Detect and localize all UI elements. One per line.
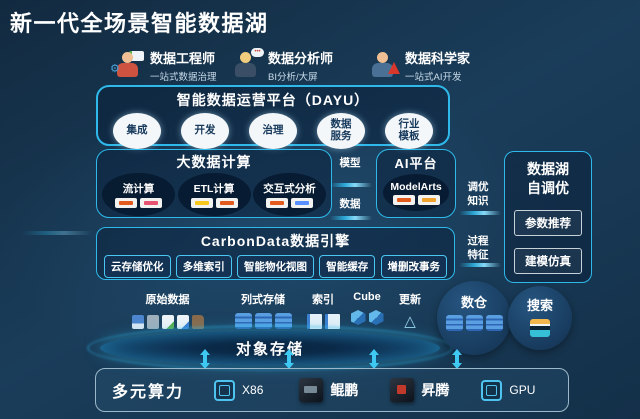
feature-crud-transactions: 增删改事务 — [380, 255, 447, 278]
flow-streak — [459, 211, 501, 215]
service-search: 搜索 — [508, 286, 572, 350]
feature-materialized-view: 智能物化视图 — [237, 255, 314, 278]
up-down-arrow-icon — [284, 349, 294, 369]
flow-streak — [459, 263, 501, 267]
data-scientist-icon — [367, 50, 400, 82]
feature-multidim-index: 多维索引 — [175, 255, 232, 278]
up-down-arrow-icon — [200, 349, 210, 369]
raw-data-files-icon — [125, 311, 210, 329]
flask-icon — [388, 61, 400, 74]
service-data-warehouse: 数仓 — [437, 281, 511, 355]
object-storage-platform: 对象存储 — [87, 325, 453, 371]
storage-group-raw-data: 原始数据 — [125, 291, 210, 329]
page-title: 新一代全场景智能数据湖 — [10, 11, 269, 36]
data-analyst-icon: ••• — [230, 47, 264, 82]
persona-desc: 一站式数据治理 — [150, 72, 217, 83]
gear-icon: ⚙ — [110, 62, 120, 75]
modelarts-label: ModelArts — [390, 180, 442, 193]
flow-label-data: 数据 — [339, 198, 361, 210]
feature-cloud-storage-opt: 云存储优化 — [104, 255, 171, 278]
speech-bubble-icon: ••• — [251, 47, 264, 57]
persona-data-analyst: ••• 数据分析师 BI分析/大屏 — [230, 47, 334, 83]
dayu-module-governance: 治理 — [249, 113, 297, 149]
flow-streak — [330, 216, 372, 220]
up-down-arrow-icon — [369, 349, 379, 369]
object-storage-label: 对象存储 — [235, 340, 304, 358]
persona-name: 数据分析师 — [268, 51, 334, 66]
cpu-chip-icon — [214, 379, 236, 401]
storage-group-index: 索引 — [303, 291, 343, 329]
storage-group-columnar: 列式存储 — [223, 291, 303, 329]
persona-desc: 一站式AI开发 — [405, 72, 462, 83]
modelarts-ellipse: ModelArts — [383, 174, 449, 211]
hive-logo — [190, 198, 213, 208]
flow-label-model: 模型 — [339, 157, 361, 169]
modeling-simulation-chip: 建模仿真 — [514, 247, 582, 274]
bigdata-compute-panel: 大数据计算 流计算 ETL计算 交互式分析 — [96, 149, 332, 218]
flink-logo — [140, 198, 162, 208]
ai-platform-panel: AI平台 ModelArts — [376, 149, 456, 218]
spark-logo — [215, 198, 238, 208]
warehouse-db-icon — [445, 315, 503, 331]
carbondata-title: CarbonData数据引擎 — [200, 233, 351, 249]
dayu-modules-row: 集成 开发 治理 数据服务 行业模板 — [98, 110, 448, 149]
bigdata-title: 大数据计算 — [176, 154, 252, 170]
datalake-autotune-panel: 数据湖自调优 参数推荐 建模仿真 — [504, 151, 592, 283]
flow-label-process-features: 过程特征 — [467, 235, 489, 261]
persona-name: 数据工程师 — [150, 51, 216, 66]
spark-logo — [392, 194, 415, 205]
compute-title: 多元算力 — [112, 384, 185, 401]
persona-desc: BI分析/大屏 — [268, 72, 318, 83]
interactive-analysis-group: 交互式分析 — [253, 173, 326, 216]
elasticsearch-icon — [530, 319, 550, 337]
dayu-platform-panel: 智能数据运营平台（DAYU） 集成 开发 治理 数据服务 行业模板 — [96, 85, 450, 149]
tensorflow-logo — [417, 194, 440, 205]
dayu-module-data-service: 数据服务 — [317, 113, 365, 149]
storage-group-update: 更新 △ — [390, 291, 430, 329]
platform-ellipse — [100, 331, 440, 365]
presto-logo — [291, 198, 313, 208]
storage-group-cube: Cube — [345, 291, 389, 325]
persona-data-engineer: ⚙ 数据工程师 一站式数据治理 — [110, 48, 217, 83]
stream-compute-group: 流计算 — [102, 173, 175, 216]
spark-sql-logo — [266, 198, 288, 208]
ai-title: AI平台 — [394, 156, 438, 171]
flow-streak — [330, 183, 372, 187]
kunpeng-chip-icon — [299, 378, 324, 402]
dayu-module-integration: 集成 — [113, 113, 161, 149]
spark-streaming-logo — [115, 198, 137, 208]
dayu-module-industry-template: 行业模板 — [385, 113, 433, 149]
cube-icon — [345, 307, 389, 325]
flow-label-tuning-knowledge: 调优知识 — [467, 181, 489, 207]
flow-streak — [22, 231, 92, 235]
param-recommend-chip: 参数推荐 — [514, 209, 582, 236]
compute-item-kunpeng: 鲲鹏 — [299, 378, 358, 402]
carbondata-engine-panel: CarbonData数据引擎 云存储优化 多维索引 智能物化视图 智能缓存 增删… — [96, 227, 455, 280]
up-down-arrow-icon — [452, 349, 462, 369]
feature-smart-cache: 智能缓存 — [319, 255, 376, 278]
ascend-chip-icon — [390, 378, 415, 402]
compute-power-bar: 多元算力 X86 鲲鹏 昇腾 GPU — [95, 368, 569, 412]
data-engineer-icon: ⚙ — [110, 50, 144, 82]
delta-update-icon: △ — [404, 313, 416, 330]
persona-data-scientist: 数据科学家 一站式AI开发 — [367, 48, 470, 83]
dayu-title: 智能数据运营平台（DAYU） — [176, 92, 370, 108]
compute-item-gpu: GPU — [481, 379, 535, 401]
gpu-chip-icon — [481, 379, 503, 401]
dayu-module-development: 开发 — [181, 113, 229, 149]
carbondata-features-row: 云存储优化 多维索引 智能物化视图 智能缓存 增删改事务 — [97, 251, 454, 278]
persona-name: 数据科学家 — [405, 51, 471, 66]
compute-item-ascend: 昇腾 — [390, 378, 449, 402]
compute-item-x86: X86 — [214, 379, 263, 401]
bigdata-groups-row: 流计算 ETL计算 交互式分析 — [97, 172, 331, 216]
autotune-title: 数据湖自调优 — [527, 161, 569, 196]
etl-compute-group: ETL计算 — [177, 173, 251, 216]
